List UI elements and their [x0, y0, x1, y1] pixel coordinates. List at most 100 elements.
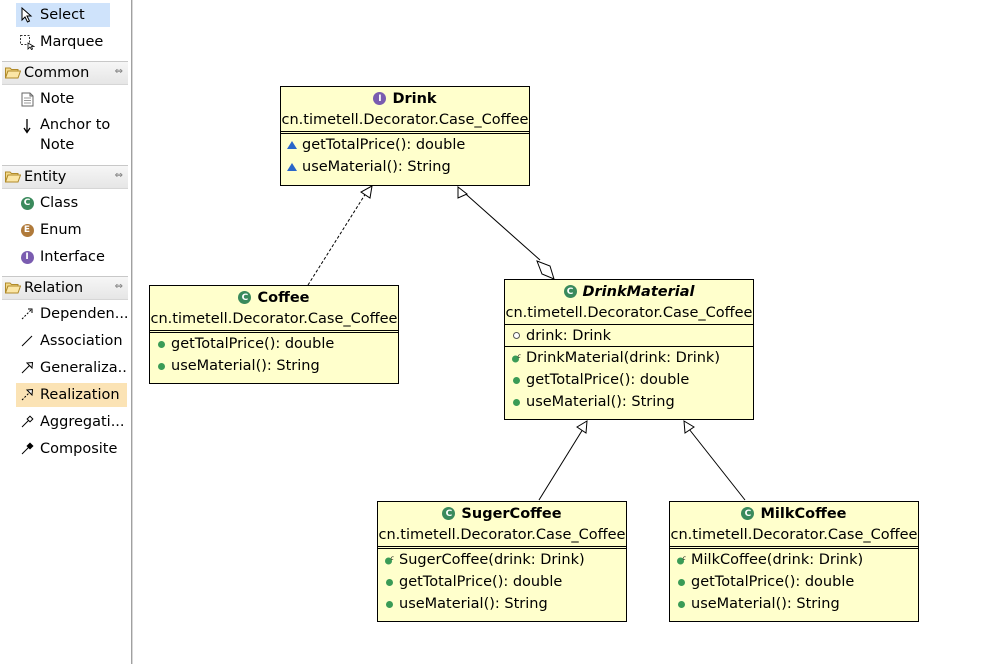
- method-signature: getTotalPrice(): double: [399, 574, 563, 590]
- method-row[interactable]: getTotalPrice(): double: [505, 369, 753, 391]
- aggregation-icon: [18, 413, 36, 431]
- method-row[interactable]: c MilkCoffee(drink: Drink): [670, 549, 918, 571]
- realization-icon: [18, 386, 36, 404]
- edge-sugercoffee-extends-drinkmaterial[interactable]: [538, 420, 588, 501]
- tool-association[interactable]: Association: [16, 329, 127, 353]
- tool-interface[interactable]: I Interface: [16, 245, 127, 269]
- method-row[interactable]: useMaterial(): String: [670, 593, 918, 615]
- tool-label: Select: [40, 7, 85, 23]
- group-label: Common: [24, 65, 90, 81]
- class-package: cn.timetell.Decorator.Case_Coffee: [505, 303, 753, 325]
- method-row[interactable]: c DrinkMaterial(drink: Drink): [505, 347, 753, 369]
- folder-open-icon: [4, 282, 22, 294]
- field-row[interactable]: drink: Drink: [505, 325, 753, 346]
- method-row[interactable]: getTotalPrice(): double: [281, 134, 529, 156]
- public-method-icon: [510, 398, 522, 406]
- public-method-icon: [155, 340, 167, 348]
- class-box-sugercoffee[interactable]: C SugerCoffee cn.timetell.Decorator.Case…: [377, 501, 627, 622]
- group-label: Entity: [24, 169, 67, 185]
- class-box-milkcoffee[interactable]: C MilkCoffee cn.timetell.Decorator.Case_…: [669, 501, 919, 622]
- class-name: MilkCoffee: [760, 505, 847, 522]
- note-icon: [18, 90, 36, 108]
- method-signature: DrinkMaterial(drink: Drink): [526, 350, 720, 366]
- tool-anchor-to-note[interactable]: Anchor to Note: [16, 114, 127, 158]
- class-package: cn.timetell.Decorator.Case_Coffee: [281, 110, 529, 134]
- interface-icon: I: [18, 248, 36, 266]
- dependency-icon: [18, 305, 36, 323]
- method-row[interactable]: useMaterial(): String: [281, 156, 529, 178]
- compartment-divider: [505, 346, 753, 347]
- tool-palette: Select Marquee Common ⇔ Note Anchor to N…: [0, 0, 132, 664]
- marquee-icon: [18, 33, 36, 51]
- group-header-relation[interactable]: Relation ⇔: [2, 276, 128, 300]
- constructor-icon: c: [510, 353, 522, 364]
- method-row[interactable]: getTotalPrice(): double: [670, 571, 918, 593]
- public-method-icon: [155, 362, 167, 370]
- class-icon: C: [238, 291, 252, 304]
- tool-label: Aggregati...: [40, 414, 125, 430]
- class-box-drinkmaterial[interactable]: C DrinkMaterial cn.timetell.Decorator.Ca…: [504, 279, 754, 420]
- method-signature: getTotalPrice(): double: [526, 372, 690, 388]
- method-signature: getTotalPrice(): double: [691, 574, 855, 590]
- tool-label: Anchor to: [40, 117, 111, 133]
- public-method-icon: [383, 578, 395, 586]
- tool-label: Realization: [40, 387, 120, 403]
- class-name: Drink: [392, 90, 437, 107]
- tool-marquee[interactable]: Marquee: [16, 30, 127, 54]
- class-box-coffee[interactable]: C Coffee cn.timetell.Decorator.Case_Coff…: [149, 285, 399, 384]
- public-method-icon: [675, 600, 687, 608]
- tool-label: Dependen...: [40, 306, 127, 322]
- method-signature: useMaterial(): String: [399, 596, 548, 612]
- class-header: C SugerCoffee: [378, 502, 626, 525]
- tool-label-line2: Note: [40, 137, 75, 153]
- tool-label: Generaliza...: [40, 360, 127, 376]
- method-row[interactable]: useMaterial(): String: [505, 391, 753, 413]
- folder-open-icon: [4, 67, 22, 79]
- public-method-icon: [383, 600, 395, 608]
- field-signature: drink: Drink: [526, 327, 612, 344]
- svg-text:c: c: [390, 555, 394, 562]
- method-signature: useMaterial(): String: [171, 358, 320, 374]
- tool-composite[interactable]: Composite: [16, 437, 127, 461]
- edge-drinkmaterial-aggregates-drink[interactable]: [457, 185, 555, 280]
- anchor-icon: [18, 117, 36, 135]
- method-row[interactable]: useMaterial(): String: [150, 355, 398, 377]
- method-row[interactable]: getTotalPrice(): double: [378, 571, 626, 593]
- tool-aggregation[interactable]: Aggregati...: [16, 410, 127, 434]
- class-header: C MilkCoffee: [670, 502, 918, 525]
- group-header-common[interactable]: Common ⇔: [2, 61, 128, 85]
- group-header-entity[interactable]: Entity ⇔: [2, 165, 128, 189]
- collapse-arrows-icon[interactable]: ⇔: [114, 66, 123, 77]
- class-header: C Coffee: [150, 286, 398, 309]
- method-row[interactable]: c SugerCoffee(drink: Drink): [378, 549, 626, 571]
- interface-icon: I: [373, 92, 387, 105]
- tool-label: Enum: [40, 222, 82, 238]
- public-method-icon: [510, 376, 522, 384]
- collapse-arrows-icon[interactable]: ⇔: [114, 281, 123, 292]
- abstract-method-icon: [286, 163, 298, 171]
- tool-label: Composite: [40, 441, 118, 457]
- tool-generalization[interactable]: Generaliza...: [16, 356, 127, 380]
- tool-class[interactable]: C Class: [16, 191, 127, 215]
- tool-label: Interface: [40, 249, 105, 265]
- method-signature: useMaterial(): String: [526, 394, 675, 410]
- collapse-arrows-icon[interactable]: ⇔: [114, 170, 123, 181]
- class-header: I Drink: [281, 87, 529, 110]
- class-icon: C: [741, 507, 755, 520]
- class-package: cn.timetell.Decorator.Case_Coffee: [378, 525, 626, 549]
- method-row[interactable]: useMaterial(): String: [378, 593, 626, 615]
- tool-enum[interactable]: E Enum: [16, 218, 127, 242]
- edge-coffee-realizes-drink[interactable]: [307, 185, 373, 286]
- tool-note[interactable]: Note: [16, 87, 127, 111]
- class-icon: C: [442, 507, 456, 520]
- method-row[interactable]: getTotalPrice(): double: [150, 333, 398, 355]
- class-icon: C: [18, 194, 36, 212]
- class-box-drink[interactable]: I Drink cn.timetell.Decorator.Case_Coffe…: [280, 86, 530, 186]
- tool-dependency[interactable]: Dependen...: [16, 302, 127, 326]
- generalization-icon: [18, 359, 36, 377]
- tool-realization[interactable]: Realization: [16, 383, 127, 407]
- method-signature: getTotalPrice(): double: [171, 336, 335, 352]
- tool-select[interactable]: Select: [16, 3, 110, 27]
- edge-milkcoffee-extends-drinkmaterial[interactable]: [683, 420, 746, 501]
